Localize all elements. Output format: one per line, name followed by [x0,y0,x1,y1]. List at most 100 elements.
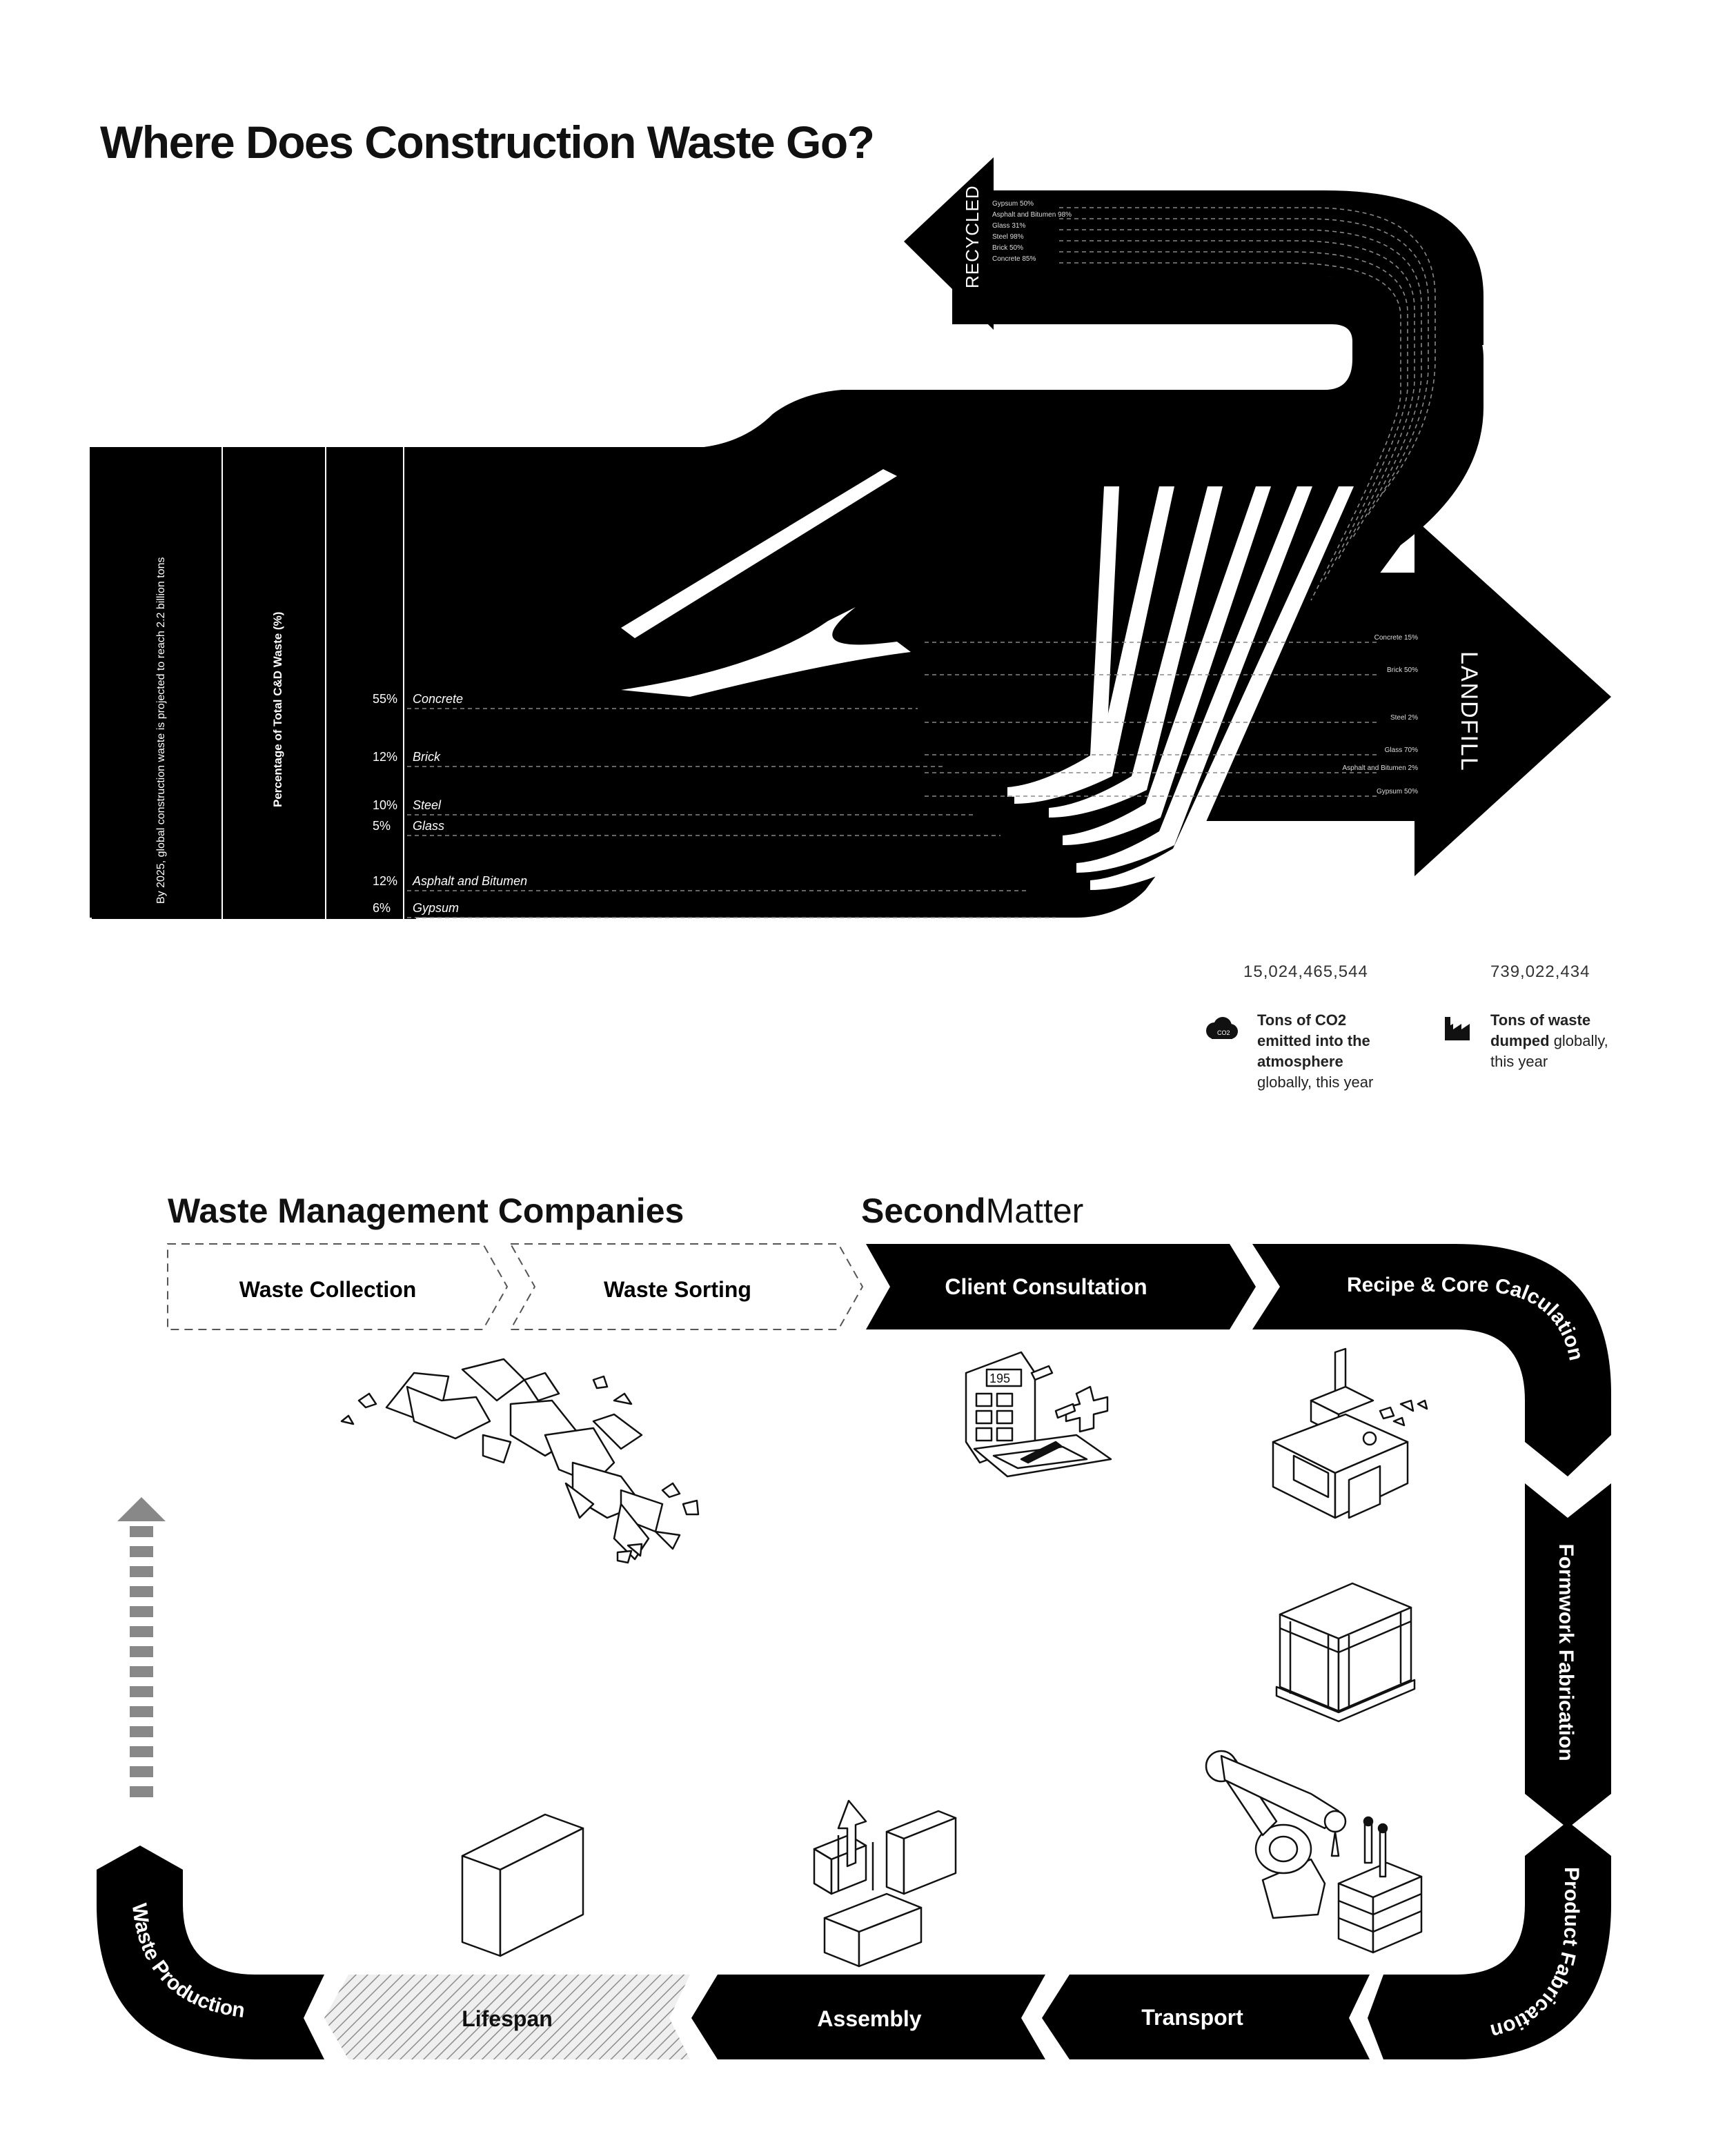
up-arrow-segment [130,1586,153,1597]
transport-label: Transport [1141,2005,1243,2030]
formwork-label: Formwork Fabrication [1555,1543,1577,1761]
landfill-item: Concrete 15% [1374,634,1418,642]
up-arrow-segment [130,1766,153,1777]
flow-gap [1090,486,1354,890]
material-name: Concrete [413,692,463,706]
transport-step [1042,1975,1370,2059]
assembly-wall-icon [813,1799,957,1968]
recycled-item: Glass 31% [992,222,1025,230]
page-title: Where Does Construction Waste Go? [100,117,875,168]
landfill-label: LANDFILL [1456,651,1482,772]
assembly-label: Assembly [817,2006,921,2031]
lifespan-label: Lifespan [462,2006,553,2031]
svg-text:CO2: CO2 [1217,1029,1230,1036]
waste-sorting-label: Waste Sorting [604,1277,751,1302]
calculator-display: 195 [989,1372,1010,1385]
landfill-item: Gypsum 50% [1377,788,1418,795]
wmc-header: Waste Management Companies [168,1191,684,1230]
up-arrow-segment [130,1566,153,1577]
recycled-item: Steel 98% [992,233,1024,241]
rubble-icon [340,1358,700,1564]
up-arrow-icon [117,1497,166,1797]
landfill-item: Asphalt and Bitumen 2% [1342,764,1418,772]
co2-number: 15,024,465,544 [1243,962,1368,981]
material-pct: 10% [373,798,397,812]
factory-icon [1445,1017,1470,1040]
flow-gap [1014,486,1174,804]
material-name: Gypsum [413,901,459,915]
flow-dash [1059,229,1422,539]
up-arrow-segment [130,1526,153,1537]
recycled-item: Brick 50% [992,244,1023,252]
up-arrow-segment [130,1726,153,1737]
brand-light: Matter [985,1191,1084,1230]
assembly-step [691,1975,1045,2059]
process-diagram: Waste Collection Waste Sorting Client Co… [97,1243,1611,2059]
up-arrow-segment [130,1546,153,1557]
flow-dash [1059,218,1429,518]
waste-caption-bold: Tons of waste dumped [1490,1011,1591,1049]
flow-gap [621,469,897,638]
flow-gap [621,607,911,697]
sankey-diagram: By 2025, global construction waste is pr… [90,157,1611,919]
co2-cloud-icon: CO2 [1206,1017,1238,1039]
up-arrow-segment [130,1706,153,1717]
waste-sorting-step [509,1243,864,1330]
recipe-step [1252,1244,1611,1476]
landfill-item: Brick 50% [1387,666,1418,674]
recycled-item: Gypsum 50% [992,200,1034,208]
material-pct: 5% [373,819,391,833]
material-pct: 6% [373,901,391,915]
co2-caption-rest: globally, this year [1257,1074,1374,1091]
material-name: Asphalt and Bitumen [412,874,527,888]
material-name: Steel [413,798,442,812]
block-icon [461,1813,584,1957]
lifespan-step [324,1975,690,2059]
flow-gaps [621,469,1354,890]
flow-gap [1063,486,1271,845]
brand-header: SecondMatter [861,1191,1083,1231]
flow-dash [1059,240,1415,560]
waste-collection-label: Waste Collection [239,1277,417,1302]
robot-arm-icon [1205,1750,1423,1954]
recycled-item: Asphalt and Bitumen 98% [992,211,1072,219]
client-consultation-step [866,1244,1256,1329]
formwork-box-icon [1275,1582,1416,1723]
recycled-item: Concrete 85% [992,255,1036,263]
material-name: Glass [413,819,444,833]
recycled-label: RECYCLED [962,185,983,288]
left-caption-total: By 2025, global construction waste is pr… [155,557,167,904]
up-arrow-segment [130,1666,153,1677]
recycled-arrow-shaft [987,190,1483,345]
flow-gap [1076,486,1312,873]
brand-bold: Second [861,1191,986,1230]
material-pct: 12% [373,750,397,764]
up-arrow-segment [130,1686,153,1697]
landfill-item: Steel 2% [1390,714,1418,722]
waste-number: 739,022,434 [1490,962,1590,981]
waste-caption-rest: globally, this year [1490,1032,1608,1070]
press-machine-icon [1272,1347,1428,1519]
waste-collection-step [167,1243,509,1330]
flow-dash [1059,262,1401,601]
product-step [1368,1821,1611,2059]
co2-caption: Tons of CO2 emitted into the atmosphere … [1257,1010,1402,1093]
waste-production-step [97,1846,324,2059]
material-pct: 12% [373,874,397,888]
flow-gap [1049,486,1223,818]
flow-dash [1059,251,1408,580]
waste-caption: Tons of waste dumped globally, this year [1490,1010,1635,1072]
sankey-left-block [92,447,416,919]
up-arrow-segment [130,1606,153,1617]
up-arrow-segment [130,1626,153,1637]
up-arrow-segment [130,1786,153,1797]
up-arrow-segment [130,1646,153,1657]
left-caption-percent: Percentage of Total C&D Waste (%) [271,612,284,807]
co2-caption-bold: Tons of CO2 emitted into the atmosphere [1257,1011,1370,1070]
formwork-step [1525,1483,1611,1828]
flow-gap [1007,486,1119,797]
calculator-icon: 195 [965,1351,1112,1478]
material-name: Brick [413,750,441,764]
up-arrow-segment [130,1746,153,1757]
flow-dash [1059,207,1436,497]
